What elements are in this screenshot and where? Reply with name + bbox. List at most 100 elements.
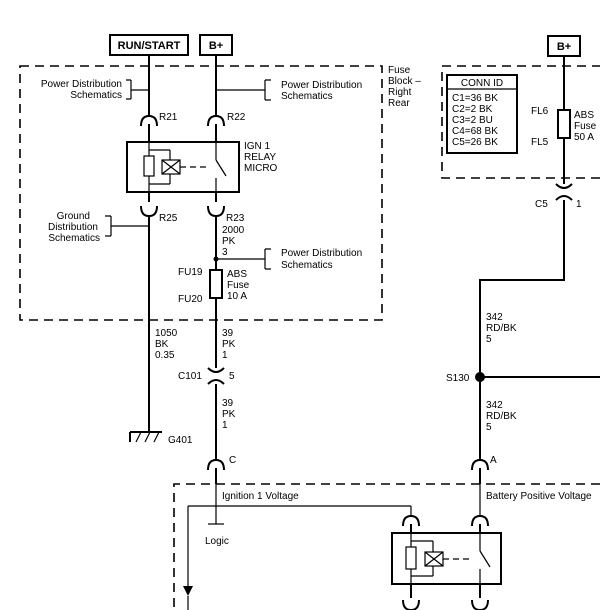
svg-text:CONN ID: CONN ID <box>461 78 503 89</box>
svg-text:5: 5 <box>486 422 492 433</box>
svg-text:RUN/START: RUN/START <box>118 40 181 52</box>
svg-text:1050: 1050 <box>155 328 178 339</box>
svg-text:RD/BK: RD/BK <box>486 323 517 334</box>
svg-text:Schematics: Schematics <box>48 233 100 244</box>
module-relay-terminal-bottom-left <box>402 599 420 610</box>
svg-text:Fuse: Fuse <box>227 280 250 291</box>
svg-text:A: A <box>490 455 497 466</box>
svg-text:ABS: ABS <box>227 269 247 280</box>
svg-text:C4=68 BK: C4=68 BK <box>452 126 498 137</box>
wire-label-39a: 39 PK 1 <box>222 328 236 361</box>
svg-text:1: 1 <box>222 420 228 431</box>
svg-text:R23: R23 <box>226 213 245 224</box>
svg-text:PK: PK <box>222 339 236 350</box>
svg-text:C101: C101 <box>178 371 202 382</box>
svg-text:Logic: Logic <box>205 536 229 547</box>
pds-reference-left: Power Distribution Schematics <box>41 79 149 101</box>
svg-text:39: 39 <box>222 398 234 409</box>
svg-text:RD/BK: RD/BK <box>486 411 517 422</box>
svg-text:S130: S130 <box>446 373 470 384</box>
svg-text:FU19: FU19 <box>178 267 203 278</box>
svg-text:3: 3 <box>222 247 228 258</box>
svg-text:2000: 2000 <box>222 225 245 236</box>
svg-text:342: 342 <box>486 400 503 411</box>
fuse-block-outline <box>19 65 383 321</box>
control-module-outline <box>173 483 600 610</box>
svg-text:C2=2 BK: C2=2 BK <box>452 104 493 115</box>
ground-distribution-reference: Ground Distribution Schematics <box>48 211 149 244</box>
svg-text:R21: R21 <box>159 112 178 123</box>
connector-c5: C5 1 <box>535 183 582 210</box>
terminal-r21: R21 <box>140 112 178 127</box>
conn-id-table: CONN ID C1=36 BK C2=2 BK C3=2 BU C4=68 B… <box>446 74 518 154</box>
module-pin-a: A <box>471 455 497 471</box>
svg-text:FU20: FU20 <box>178 294 203 305</box>
svg-text:C3=2 BU: C3=2 BU <box>452 115 493 126</box>
svg-text:10 A: 10 A <box>227 291 247 302</box>
svg-text:C5: C5 <box>535 199 548 210</box>
module-relay <box>391 532 502 585</box>
abs-fuse-10a: FU19 FU20 ABS Fuse 10 A <box>178 267 250 305</box>
svg-text:0.35: 0.35 <box>155 350 175 361</box>
svg-text:39: 39 <box>222 328 234 339</box>
svg-text:Rear: Rear <box>388 98 410 109</box>
svg-text:Battery Positive Voltage: Battery Positive Voltage <box>486 491 592 502</box>
pds-reference-mid: Power Distribution Schematics <box>213 248 362 271</box>
svg-text:Power Distribution: Power Distribution <box>281 248 362 259</box>
right-fuse-block-outline <box>441 65 600 179</box>
svg-text:342: 342 <box>486 312 503 323</box>
terminal-r25: R25 <box>140 205 178 224</box>
svg-text:Block –: Block – <box>388 76 421 87</box>
module-pin-c: C <box>207 455 236 471</box>
b-plus-source-right: B+ <box>547 35 581 57</box>
pds-reference-right: Power Distribution Schematics <box>216 79 362 102</box>
module-internal-wiring: Ignition 1 Voltage Battery Positive Volt… <box>183 484 592 610</box>
splice-s130: S130 <box>446 372 600 384</box>
module-relay-terminal-left <box>402 514 420 527</box>
svg-text:Distribution: Distribution <box>48 222 98 233</box>
svg-text:Fuse: Fuse <box>388 65 411 76</box>
svg-text:1: 1 <box>222 350 228 361</box>
svg-text:Schematics: Schematics <box>70 90 122 101</box>
svg-text:C5=26 BK: C5=26 BK <box>452 137 498 148</box>
svg-text:FL5: FL5 <box>531 137 549 148</box>
svg-text:PK: PK <box>222 236 236 247</box>
wire-label-39b: 39 PK 1 <box>222 398 236 431</box>
svg-text:Right: Right <box>388 87 412 98</box>
svg-text:Schematics: Schematics <box>281 260 333 271</box>
module-relay-terminal-right <box>471 514 489 527</box>
terminal-r22: R22 <box>207 112 246 127</box>
terminal-r23: R23 <box>207 205 245 224</box>
svg-text:Ground: Ground <box>57 211 90 222</box>
wire-label-1050: 1050 BK 0.35 <box>155 328 178 361</box>
svg-text:Schematics: Schematics <box>281 91 333 102</box>
svg-text:Power Distribution: Power Distribution <box>41 79 122 90</box>
svg-text:R22: R22 <box>227 112 246 123</box>
svg-text:C1=36 BK: C1=36 BK <box>452 93 498 104</box>
svg-text:G401: G401 <box>168 435 193 446</box>
svg-text:RELAY: RELAY <box>244 152 276 163</box>
svg-text:B+: B+ <box>557 41 571 53</box>
module-relay-terminal-bottom-right <box>471 599 489 610</box>
wire-label-2000: 2000 PK 3 <box>222 225 245 258</box>
svg-text:Fuse: Fuse <box>574 121 597 132</box>
wire-label-342b: 342 RD/BK 5 <box>486 400 517 433</box>
svg-text:IGN 1: IGN 1 <box>244 141 271 152</box>
ign1-relay: IGN 1 RELAY MICRO <box>126 141 278 193</box>
svg-text:C: C <box>229 455 236 466</box>
svg-text:ABS: ABS <box>574 110 594 121</box>
svg-text:PK: PK <box>222 409 236 420</box>
svg-text:R25: R25 <box>159 213 178 224</box>
svg-text:1: 1 <box>576 199 582 210</box>
connector-c101: C101 5 <box>178 367 235 385</box>
svg-text:Ignition 1 Voltage: Ignition 1 Voltage <box>222 491 299 502</box>
svg-text:B+: B+ <box>209 40 223 52</box>
run-start-source: RUN/START <box>109 34 189 56</box>
wire-342-rd-bk-upper <box>479 200 565 377</box>
svg-text:MICRO: MICRO <box>244 163 278 174</box>
wire-label-342a: 342 RD/BK 5 <box>486 312 517 345</box>
svg-text:Power Distribution: Power Distribution <box>281 80 362 91</box>
svg-text:5: 5 <box>486 334 492 345</box>
svg-text:FL6: FL6 <box>531 106 549 117</box>
